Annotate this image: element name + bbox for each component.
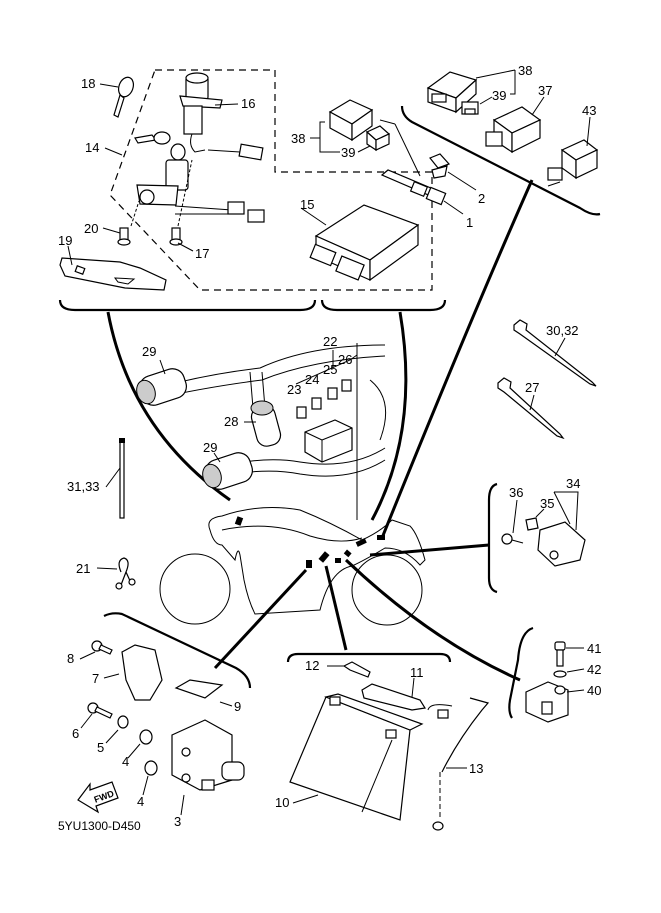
brace-relays (400, 105, 601, 216)
callout-42: 42 (587, 662, 601, 677)
callout-16: 16 (241, 96, 255, 111)
callout-3: 3 (174, 814, 181, 829)
callout-10: 10 (275, 795, 289, 810)
callout-11: 11 (410, 665, 424, 680)
callout-38-a: 38 (291, 131, 305, 146)
callout-9: 9 (234, 699, 241, 714)
callout-29-b: 29 (203, 440, 217, 455)
callout-28: 28 (224, 414, 238, 429)
callout-43: 43 (582, 103, 596, 118)
relay-group: 38 39 37 43 (426, 63, 599, 187)
callout-20: 20 (84, 221, 98, 236)
brace-main-switch (58, 299, 317, 312)
callout-30-32: 30,32 (546, 323, 579, 338)
leader-sensor-40 (344, 558, 521, 682)
sensor-group-40: 41 42 40 (508, 626, 601, 723)
callout-4-b: 4 (137, 794, 144, 809)
callout-5: 5 (97, 740, 104, 755)
callout-37: 37 (538, 83, 552, 98)
callout-8: 8 (67, 651, 74, 666)
callout-13: 13 (469, 761, 483, 776)
callout-34: 34 (566, 476, 580, 491)
diagram-code: 5YU1300-D450 (58, 819, 141, 833)
callout-21: 21 (76, 561, 90, 576)
main-switch-16 (117, 72, 265, 246)
leader-battery (324, 565, 348, 651)
leader-relays (380, 179, 534, 539)
callout-39-a: 39 (341, 145, 355, 160)
callout-1: 1 (466, 215, 473, 230)
key-part-18 (113, 76, 135, 118)
callout-27: 27 (525, 380, 539, 395)
dashed-boundary (109, 69, 433, 291)
callout-36: 36 (509, 485, 523, 500)
leader-fuel-sender (213, 568, 308, 670)
callout-18: 18 (81, 76, 95, 91)
callout-39-b: 39 (492, 88, 506, 103)
sensor-group-34: 34 35 36 (369, 476, 586, 594)
callout-15: 15 (300, 197, 314, 212)
callout-26: 26 (338, 352, 352, 367)
callout-14: 14 (85, 140, 99, 155)
callout-25: 25 (323, 362, 337, 377)
callout-41: 41 (587, 641, 601, 656)
callout-35: 35 (540, 496, 554, 511)
battery-group: 12 11 10 13 (275, 652, 490, 831)
callout-22: 22 (323, 334, 337, 349)
callout-38-b: 38 (518, 63, 532, 78)
callout-6: 6 (72, 726, 79, 741)
callout-23: 23 (287, 382, 301, 397)
ecu-group: 15 1 2 38 39 (291, 99, 485, 282)
wire-harness-bubble: 29 28 29 22 23 24 25 26 (106, 311, 408, 521)
main-switch-group: 18 16 14 20 17 19 (58, 69, 433, 291)
callout-24: 24 (305, 372, 319, 387)
fwd-arrow-icon: FWD (77, 781, 119, 814)
fuel-sender-group: 8 7 9 6 5 4 4 3 FWD 5YU1300-D450 (58, 612, 252, 833)
callout-31-33: 31,33 (67, 479, 100, 494)
callout-7: 7 (92, 671, 99, 686)
callout-40: 40 (587, 683, 601, 698)
cable-ties: 30,32 27 31,33 21 (67, 319, 597, 590)
callout-2: 2 (478, 191, 485, 206)
callout-17: 17 (195, 246, 209, 261)
callout-4-a: 4 (122, 754, 129, 769)
callout-19: 19 (58, 233, 72, 248)
callout-29-a: 29 (142, 344, 156, 359)
plate-19 (59, 257, 167, 291)
brace-ecu (320, 299, 447, 312)
callout-12: 12 (305, 658, 319, 673)
motorcycle-outline (159, 507, 426, 626)
